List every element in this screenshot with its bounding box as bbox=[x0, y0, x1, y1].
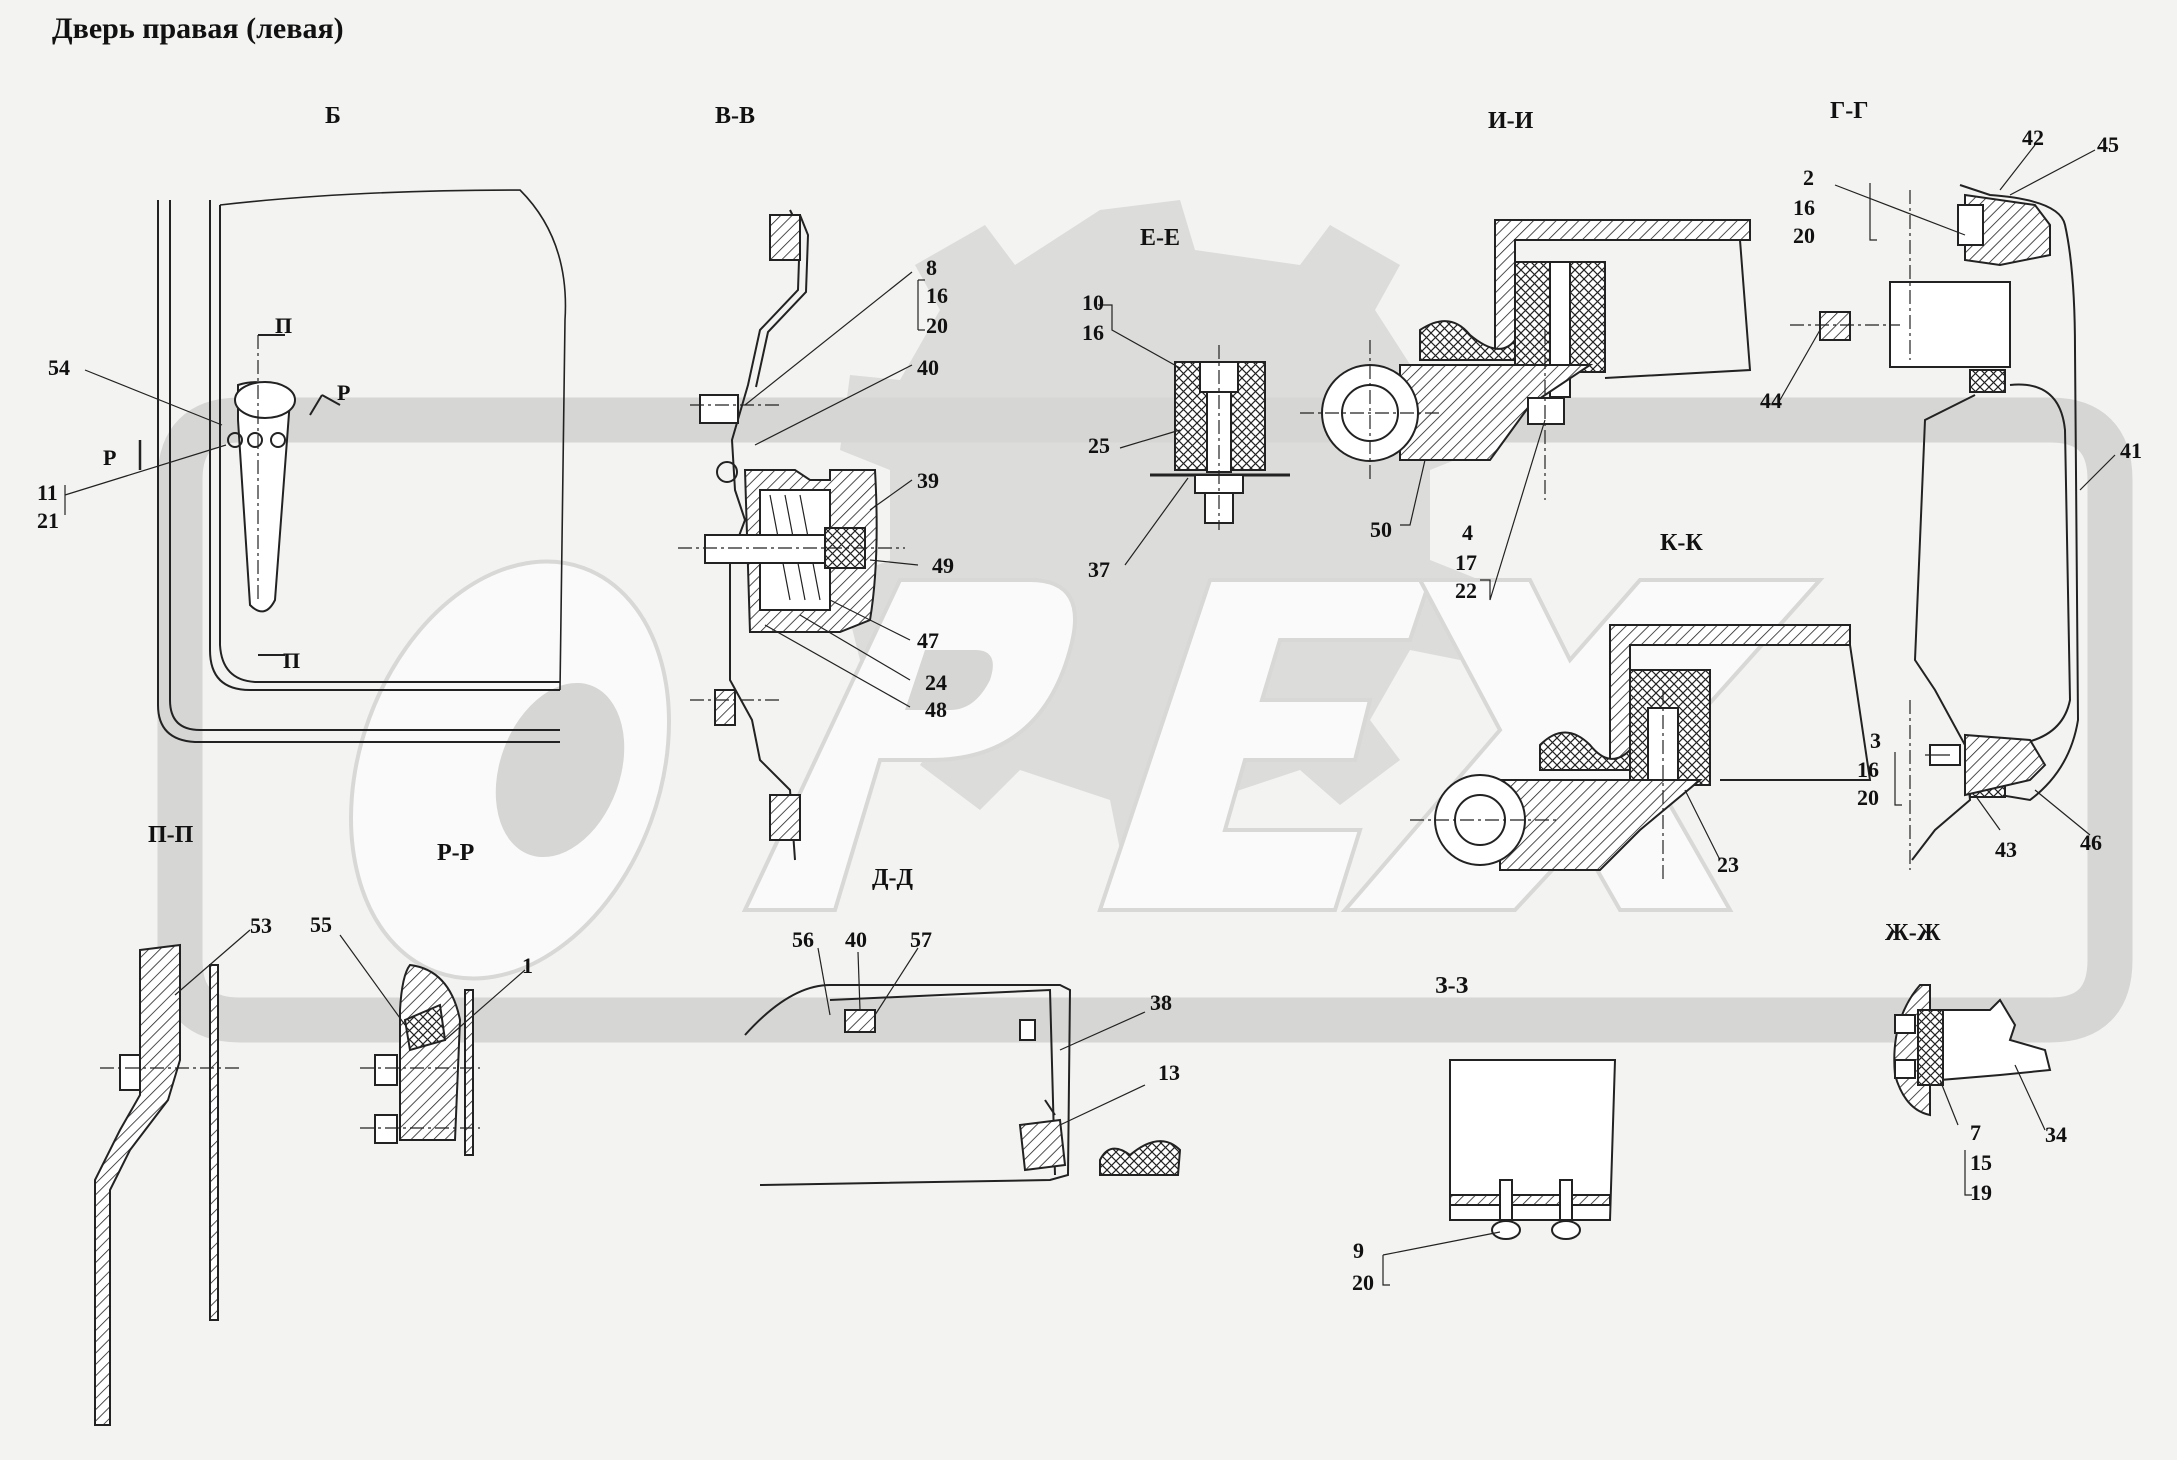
callout-56: 56 bbox=[792, 927, 814, 952]
callout-50: 50 bbox=[1370, 517, 1392, 542]
callout-16c: 16 bbox=[1793, 195, 1815, 220]
callout-16d: 16 bbox=[1857, 757, 1879, 782]
view-gg-leaders bbox=[1779, 144, 2116, 836]
view-zhzh-leaders bbox=[1939, 1064, 2046, 1196]
view-ee-title: Е-Е bbox=[1140, 225, 1180, 251]
callout-42: 42 bbox=[2022, 125, 2044, 150]
callout-55: 55 bbox=[310, 912, 332, 937]
callout-16b: 16 bbox=[1082, 320, 1104, 345]
view-gg-section bbox=[1790, 184, 2080, 870]
section-mark-r-right: Р bbox=[337, 380, 350, 405]
view-ee-section bbox=[1150, 345, 1290, 530]
view-b-leaders bbox=[64, 369, 227, 515]
callout-2: 2 bbox=[1803, 165, 1814, 190]
view-ee-leaders bbox=[1098, 304, 1189, 566]
callout-11: 11 bbox=[37, 480, 58, 505]
view-zz-section bbox=[1449, 1059, 1617, 1240]
callout-9: 9 bbox=[1353, 1238, 1364, 1263]
view-zhzh-section bbox=[1893, 984, 2052, 1117]
callout-40: 40 bbox=[917, 355, 939, 380]
callout-21: 21 bbox=[37, 508, 59, 533]
view-vv-section bbox=[678, 209, 905, 861]
callout-41: 41 bbox=[2120, 438, 2142, 463]
callout-8: 8 bbox=[926, 255, 937, 280]
view-kk-leaders bbox=[1684, 789, 1721, 861]
callout-19: 19 bbox=[1970, 1180, 1992, 1205]
view-pp-leaders bbox=[174, 929, 251, 996]
view-ii-title: И-И bbox=[1488, 108, 1534, 134]
view-title-labels: Б В-В Е-Е И-И Г-Г К-К П-П Р-Р Д-Д З-З Ж-… bbox=[148, 98, 1941, 999]
callout-22: 22 bbox=[1455, 578, 1477, 603]
callout-34: 34 bbox=[2045, 1122, 2067, 1147]
view-kk-title: К-К bbox=[1660, 530, 1703, 556]
callout-47: 47 bbox=[917, 628, 939, 653]
callout-1: 1 bbox=[522, 953, 533, 978]
view-zz-title: З-З bbox=[1435, 973, 1469, 999]
callout-37: 37 bbox=[1088, 557, 1110, 582]
view-vv-title: В-В bbox=[715, 103, 755, 129]
callout-49: 49 bbox=[932, 553, 954, 578]
callout-3: 3 bbox=[1870, 728, 1881, 753]
view-dd-title: Д-Д bbox=[872, 865, 914, 891]
callout-20a: 20 bbox=[926, 313, 948, 338]
section-mark-labels: П П Р Р bbox=[103, 313, 350, 673]
callout-20c: 20 bbox=[1793, 223, 1815, 248]
callout-39: 39 bbox=[917, 468, 939, 493]
callout-13: 13 bbox=[1158, 1060, 1180, 1085]
section-mark-r-left: Р bbox=[103, 445, 116, 470]
callout-labels: 54 11 21 8 16 20 40 39 49 47 24 48 10 16… bbox=[37, 125, 2142, 1295]
callout-45: 45 bbox=[2097, 132, 2119, 157]
callout-40b: 40 bbox=[845, 927, 867, 952]
callout-53: 53 bbox=[250, 913, 272, 938]
view-zhzh-title: Ж-Ж bbox=[1885, 920, 1941, 946]
view-ii-leaders bbox=[1400, 419, 1546, 601]
view-b-door bbox=[138, 189, 567, 743]
view-b-title: Б bbox=[325, 103, 341, 129]
callout-57: 57 bbox=[910, 927, 932, 952]
callout-20e: 20 bbox=[1352, 1270, 1374, 1295]
callout-10: 10 bbox=[1082, 290, 1104, 315]
callout-16a: 16 bbox=[926, 283, 948, 308]
view-vv-leaders bbox=[744, 271, 925, 708]
section-mark-p-bottom: П bbox=[283, 648, 300, 673]
view-ii-section bbox=[1300, 219, 1752, 500]
view-rr-section bbox=[360, 963, 480, 1156]
callout-48: 48 bbox=[925, 697, 947, 722]
view-rr-title: Р-Р bbox=[437, 840, 474, 866]
view-zz-leaders bbox=[1382, 1231, 1501, 1286]
callout-44: 44 bbox=[1760, 388, 1782, 413]
callout-38: 38 bbox=[1150, 990, 1172, 1015]
watermark-logo bbox=[157, 200, 2133, 1043]
view-gg-title: Г-Г bbox=[1830, 98, 1869, 124]
callout-17: 17 bbox=[1455, 550, 1477, 575]
view-pp-section bbox=[94, 943, 240, 1426]
section-mark-p-top: П bbox=[275, 313, 292, 338]
callout-46: 46 bbox=[2080, 830, 2102, 855]
callout-7: 7 bbox=[1970, 1120, 1981, 1145]
callout-43: 43 bbox=[1995, 837, 2017, 862]
drawing-title: Дверь правая (левая) bbox=[52, 12, 344, 45]
view-kk-section bbox=[1410, 624, 1872, 880]
callout-20d: 20 bbox=[1857, 785, 1879, 810]
callout-23: 23 bbox=[1717, 852, 1739, 877]
view-rr-leaders bbox=[339, 934, 526, 1041]
callout-54: 54 bbox=[48, 355, 70, 380]
callout-24: 24 bbox=[925, 670, 947, 695]
view-pp-title: П-П bbox=[148, 822, 194, 848]
callout-25: 25 bbox=[1088, 433, 1110, 458]
callout-15: 15 bbox=[1970, 1150, 1992, 1175]
view-dd-section bbox=[744, 984, 1182, 1186]
callout-4: 4 bbox=[1462, 520, 1473, 545]
view-dd-leaders bbox=[817, 947, 1146, 1126]
